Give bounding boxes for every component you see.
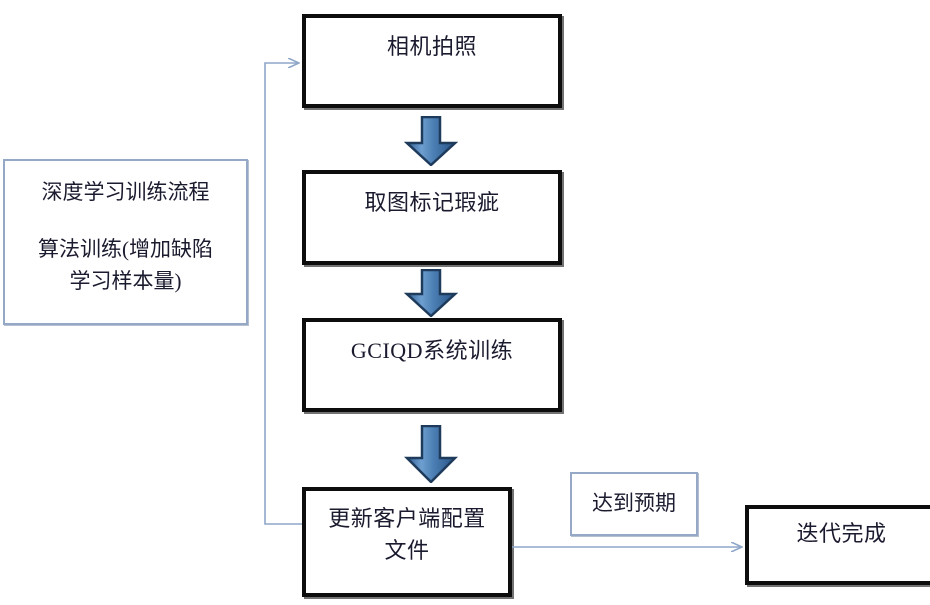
node-camera[interactable]: 相机拍照 [302,14,562,108]
block-arrow-down-train-to-update [403,424,459,484]
node-mark-label: 取图标记瑕疵 [364,190,500,215]
panel-deep-learning[interactable]: 深度学习训练流程 算法训练(增加缺陷 学习样本量) [3,159,248,325]
panel-deep-learning-body: 算法训练(增加缺陷 学习样本量) [38,237,213,293]
node-update[interactable]: 更新客户端配置 文件 [302,487,512,597]
block-arrow-down-camera-to-mark [403,115,459,167]
node-done[interactable]: 迭代完成 [745,505,930,585]
node-mark[interactable]: 取图标记瑕疵 [302,170,562,265]
block-arrow-down-mark-to-train [403,268,459,318]
node-done-label: 迭代完成 [796,521,887,546]
edge-update-to-camera [264,63,302,525]
node-expect[interactable]: 达到预期 [570,472,698,536]
node-train[interactable]: GCIQD系统训练 [302,318,562,412]
node-update-label: 更新客户端配置 文件 [328,506,486,563]
node-camera-label: 相机拍照 [386,34,477,59]
node-train-label: GCIQD系统训练 [350,338,514,363]
panel-deep-learning-title: 深度学习训练流程 [41,180,210,204]
node-expect-label: 达到预期 [592,491,676,515]
